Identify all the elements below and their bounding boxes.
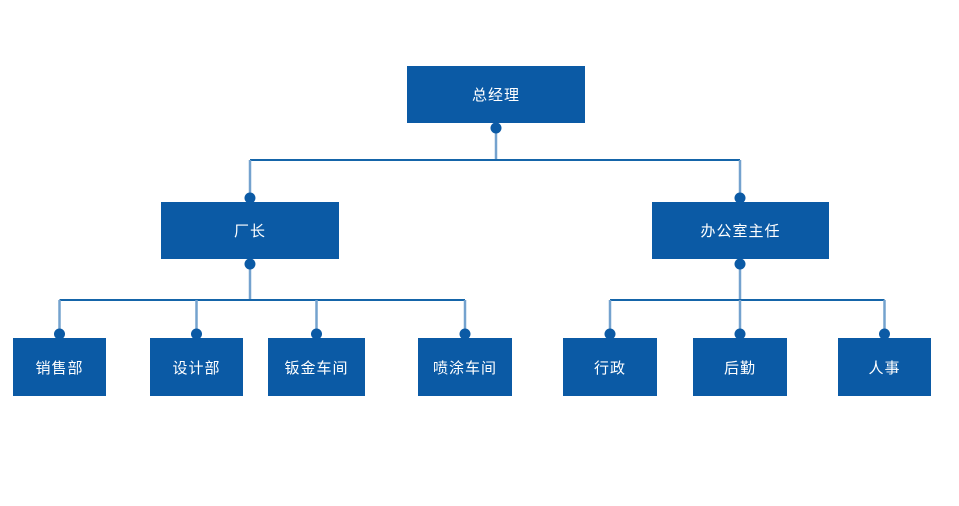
org-node-factory-director[interactable]: 厂长 [161,202,339,259]
org-node-label: 人事 [868,359,901,377]
org-node-label: 办公室主任 [700,223,781,240]
org-node-admin[interactable]: 行政 [563,338,657,396]
org-node-hr[interactable]: 人事 [838,338,931,396]
org-node-general-manager[interactable]: 总经理 [407,66,585,123]
org-node-label: 总经理 [471,87,520,104]
connector-dot [734,258,746,270]
org-node-label: 设计部 [172,359,221,377]
org-node-design-dept[interactable]: 设计部 [150,338,243,396]
connector-dot [490,122,502,134]
org-node-office-director[interactable]: 办公室主任 [652,202,829,259]
connector-dot [244,258,256,270]
org-node-label: 厂长 [233,223,266,240]
org-node-sales-dept[interactable]: 销售部 [13,338,106,396]
org-node-label: 后勤 [723,359,756,377]
org-node-label: 行政 [593,359,626,377]
org-node-sheet-metal-workshop[interactable]: 钣金车间 [268,338,365,396]
org-node-label: 喷涂车间 [432,359,497,377]
org-node-label: 销售部 [35,359,84,377]
org-node-label: 钣金车间 [284,359,349,377]
org-node-painting-workshop[interactable]: 喷涂车间 [418,338,512,396]
org-node-logistics[interactable]: 后勤 [693,338,787,396]
